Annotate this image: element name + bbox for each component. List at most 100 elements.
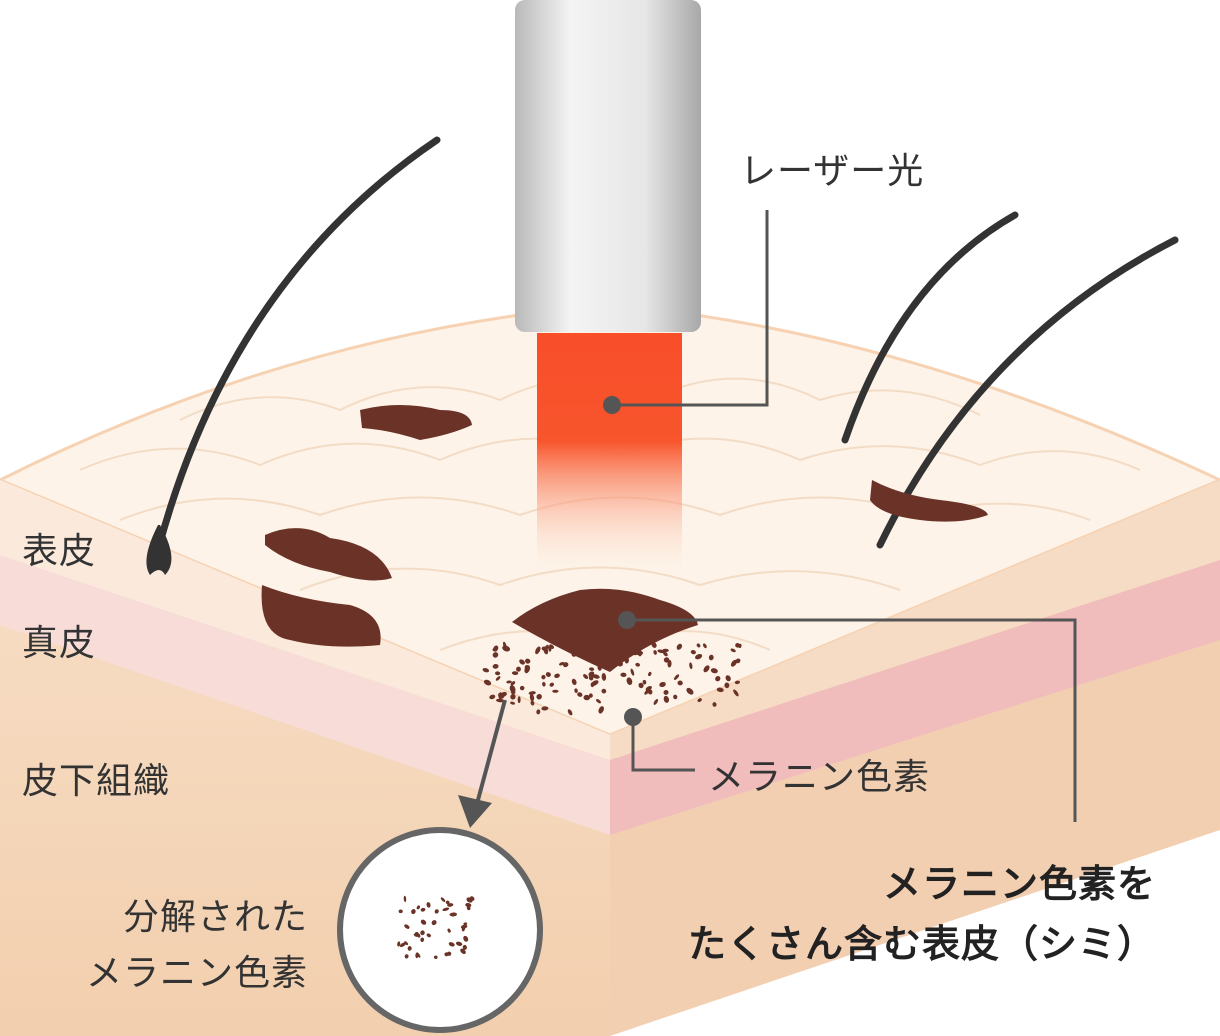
leader-lines (612, 210, 1077, 822)
melanin-particle (663, 689, 669, 695)
melanin-particle (571, 678, 577, 686)
arrow-head (458, 795, 492, 828)
melanin-particle (638, 682, 644, 689)
melanin-particle (404, 941, 409, 946)
melanin-particle (733, 689, 739, 697)
melanin-particle (492, 652, 499, 658)
magnifier-circle (337, 827, 543, 1033)
left-face-dermis (0, 555, 610, 835)
melanin-particle (583, 694, 591, 701)
melanin-particle (601, 673, 607, 681)
melanin-particle (620, 672, 627, 677)
melanin-particle (673, 674, 680, 680)
melanin-particle (708, 654, 714, 661)
melanin-particle (455, 941, 463, 946)
melanin-particle (397, 941, 401, 947)
melanin-particle (519, 685, 525, 691)
label-decomposed-line1: 分解された (122, 897, 308, 938)
right-face-dermis (610, 560, 1220, 835)
melanin-particle (463, 935, 469, 942)
melanin-particle (588, 667, 595, 671)
melanin-particle (645, 685, 652, 691)
melanin-particle (404, 924, 410, 929)
melanin-particle (558, 662, 565, 666)
label-dermis: 真皮 (22, 623, 97, 664)
label-subcutaneous: 皮下組織 (22, 761, 171, 802)
melanin-particle (653, 698, 659, 705)
melanin-particle (489, 694, 496, 700)
melanin-particle (653, 650, 657, 655)
melanin-particles (482, 641, 742, 716)
melanin-particle (496, 698, 504, 703)
melanin-particle (626, 677, 633, 685)
melanin-particle (545, 672, 551, 677)
melanin-particle (460, 948, 466, 955)
melanin-particle (511, 671, 519, 676)
melanin-particle (524, 658, 531, 664)
melanin-particle (470, 896, 475, 901)
melanin-particle (595, 699, 602, 704)
hair-root (146, 525, 172, 575)
melanin-particle (735, 658, 741, 664)
melanin-particle (519, 659, 525, 665)
melanin-particle (673, 694, 678, 700)
melanin-particle (703, 665, 710, 673)
melanin-particle (509, 685, 516, 693)
melanin-particle (420, 930, 425, 936)
melanin-particle (690, 650, 696, 655)
melanin-particle (697, 698, 702, 703)
melanin-particle (577, 692, 583, 697)
melanin-spots (261, 405, 988, 672)
melanin-particle (510, 701, 515, 705)
melanin-particle (420, 937, 425, 943)
melanin-particle (659, 681, 666, 688)
melanin-particle (510, 681, 516, 686)
melanin-particle (574, 688, 578, 694)
melanin-particle (541, 674, 546, 680)
melanin-particle (415, 953, 419, 959)
melanin-particle (715, 676, 721, 682)
hairs (154, 136, 1179, 554)
melanin-particle (442, 907, 450, 912)
melanin-particle (617, 661, 623, 667)
melanin-particle (535, 646, 541, 655)
melanin-particle (702, 643, 707, 649)
melanin-particle (549, 682, 555, 687)
melanin-particle (465, 902, 472, 908)
melanin-particle (431, 920, 437, 926)
melanin-particle (734, 680, 741, 685)
melanin-particle (724, 682, 730, 689)
melanin-particle (498, 692, 505, 699)
melanin-particle (420, 907, 426, 912)
melanin-particle (440, 897, 446, 902)
melanin-particle (529, 693, 535, 702)
melanin-particle (517, 696, 521, 704)
melanin-particle (426, 902, 431, 908)
melanin-particle (651, 642, 657, 648)
melanin-particle (433, 955, 438, 960)
melanin-particle (597, 664, 602, 671)
melanin-particle (657, 649, 665, 654)
melanin-particle (629, 650, 634, 656)
melanin-particle (492, 664, 499, 669)
melanin-particle (404, 954, 409, 959)
melanin-particle (663, 695, 670, 703)
melanin-particle (677, 680, 683, 686)
melanin-particle (447, 928, 451, 933)
melanin-particle (420, 919, 427, 925)
melanin-particle (495, 671, 501, 676)
melanin-particle (413, 933, 418, 937)
melanin-particle (516, 666, 521, 672)
melanin-particle (730, 659, 737, 667)
decomposed-particles (397, 895, 475, 960)
melanin-particle (530, 700, 535, 706)
melanin-particle (482, 668, 490, 673)
melanin-particle (448, 942, 455, 947)
melanin-particle (598, 706, 604, 714)
melanin-particle (411, 909, 416, 915)
melanin-particle (676, 643, 683, 650)
melanin-particle (524, 665, 531, 674)
melanin-particle (571, 651, 577, 657)
melanin-particle (695, 653, 703, 660)
laser-device (515, 0, 701, 332)
